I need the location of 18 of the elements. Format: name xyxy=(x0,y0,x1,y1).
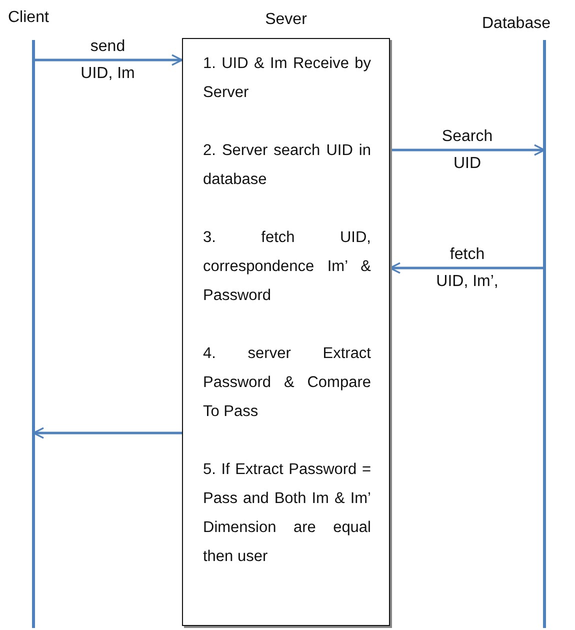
lifeline xyxy=(32,40,35,628)
arrow xyxy=(32,427,182,439)
step-text: 4. server Extract Password & Compare To Pass xyxy=(203,344,371,422)
step-text: 5. If Extract Password = Pass and Both Im & Im’ Dimension are equal then user xyxy=(203,460,371,567)
edge-label: send UID, Im xyxy=(80,37,136,84)
process-box xyxy=(182,38,390,626)
lifeline xyxy=(543,40,546,628)
lifeline-heading: Client xyxy=(8,8,50,28)
arrow xyxy=(390,144,546,156)
edge-label: fetch UID, Im’, xyxy=(435,245,500,292)
arrow xyxy=(34,54,183,66)
arrow xyxy=(389,262,544,274)
step-text: 2. Server search UID in database xyxy=(203,141,371,190)
lifeline-heading: Sever xyxy=(264,10,308,30)
lifeline-heading: Database xyxy=(482,14,552,34)
edge-label: Search UID xyxy=(440,127,494,174)
step-text: 3. fetch UID, correspondence Im’ & Password xyxy=(203,228,371,306)
step-text: 1. UID & Im Receive by Server xyxy=(203,54,371,103)
